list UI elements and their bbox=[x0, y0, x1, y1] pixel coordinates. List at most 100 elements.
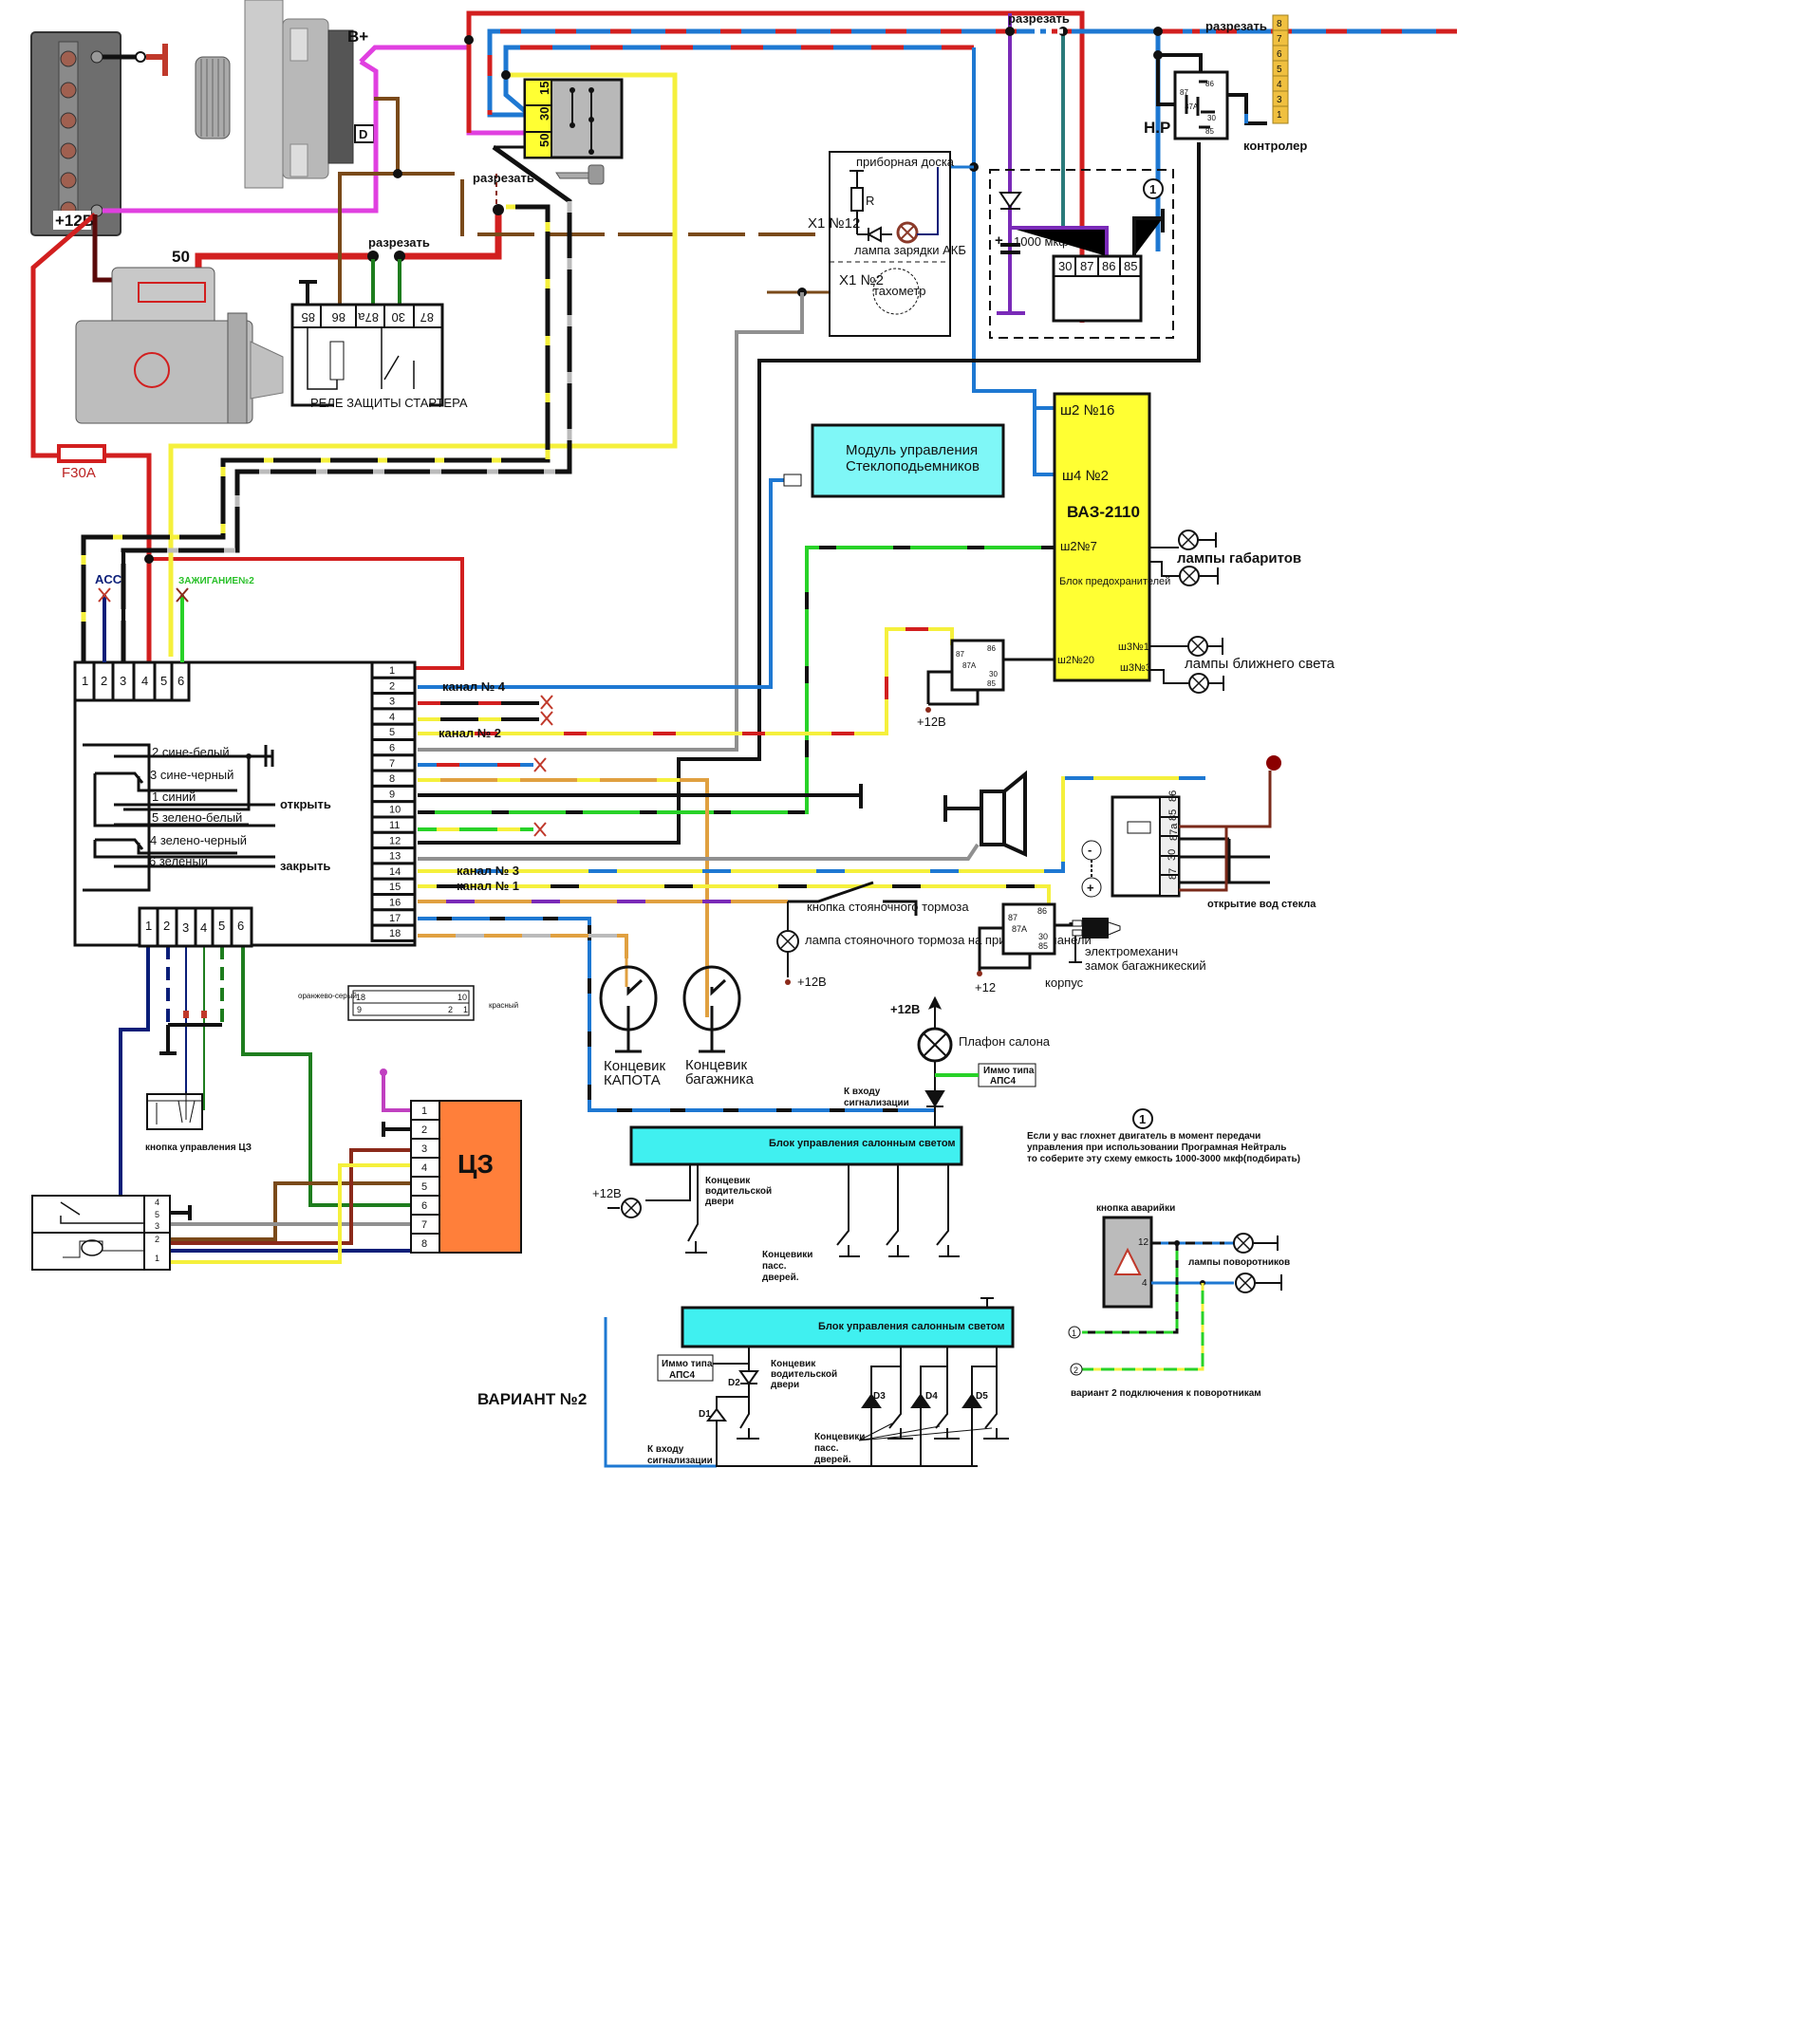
controller-pin-7: 7 bbox=[1277, 34, 1282, 45]
variant-2-circuit: ВАРИАНТ №2 Блок управления салонным свет… bbox=[477, 1297, 1015, 1468]
bottom-pin-5: 5 bbox=[218, 919, 225, 933]
low-beam-label: лампы ближнего света bbox=[1185, 656, 1335, 672]
driver-1: Концевик bbox=[705, 1176, 751, 1186]
relay-wire-6: 6 зеленый bbox=[149, 854, 208, 868]
nr-pin-87a: 87A bbox=[1185, 102, 1199, 111]
low-beam-lamps: лампы ближнего света bbox=[1149, 636, 1335, 694]
hl-pin-30: 30 bbox=[989, 670, 998, 678]
channel-1-label: канал № 1 bbox=[457, 879, 519, 893]
door-pin-1: 1 bbox=[155, 1254, 159, 1263]
relay-wire-5: 5 зелено-белый bbox=[152, 810, 242, 825]
nr-pin-30: 30 bbox=[1207, 114, 1216, 122]
bottom-pin-4: 4 bbox=[200, 920, 207, 935]
cut-mark-icon bbox=[176, 587, 189, 603]
to-alarm-2: сигнализации bbox=[844, 1098, 909, 1108]
trunk-lock-label2: замок багажникеский bbox=[1085, 958, 1206, 973]
marker-lamps: лампы габаритов bbox=[1149, 530, 1301, 586]
wr-pin-86: 86 bbox=[1167, 790, 1179, 802]
starter-relay-pin-86: 86 bbox=[332, 310, 345, 325]
neutral-circuit-box: 1 + 1000 мкф 30 87 86 85 bbox=[989, 169, 1174, 339]
dashboard: приборная доска R X1 №12 лампа зарядки А… bbox=[808, 151, 966, 337]
immo-line1: Иммо типа bbox=[983, 1066, 1035, 1076]
option-1: 1 bbox=[1072, 1329, 1076, 1338]
alternator-d-label: D bbox=[359, 127, 367, 141]
neutral-relay-pin-30: 30 bbox=[1058, 259, 1072, 273]
alarm-18pin-connector: 18 10 9 2 1 оранжево-серый красный bbox=[298, 985, 518, 1021]
charge-lamp-label: лампа зарядки АКБ bbox=[854, 243, 966, 257]
fuse-label: F30A bbox=[62, 465, 96, 481]
hl-pin-85: 85 bbox=[987, 679, 996, 688]
tl-pin-87: 87 bbox=[1008, 913, 1018, 922]
ignition-switch: 15 30 50 bbox=[523, 78, 624, 185]
right-pin-1: 1 bbox=[389, 665, 395, 677]
controller-pin-1: 1 bbox=[1277, 110, 1282, 121]
tl-plus12: +12 bbox=[975, 980, 996, 994]
pass-3: дверей. bbox=[762, 1273, 799, 1283]
right-pin-5: 5 bbox=[389, 727, 395, 738]
top-cut-label-2: разрезать bbox=[1205, 19, 1267, 33]
siren-icon bbox=[943, 770, 1027, 858]
top-pin-6: 6 bbox=[177, 674, 184, 688]
controller-pin-4: 4 bbox=[1277, 80, 1282, 90]
v2-pass2: пасс. bbox=[814, 1443, 839, 1454]
right-pin-cell bbox=[370, 923, 417, 942]
starter-relay-title: РЕЛЕ ЗАЩИТЫ СТАРТЕРА bbox=[310, 396, 468, 410]
wires bbox=[30, 10, 1457, 1264]
wr-pin-85: 85 bbox=[1167, 809, 1179, 821]
neutral-relay-pin-85: 85 bbox=[1124, 259, 1137, 273]
key-icon bbox=[555, 164, 605, 185]
cz-pin-2: 2 bbox=[421, 1124, 427, 1136]
controller-connector: 8 7 6 5 4 3 1 bbox=[1272, 14, 1289, 124]
cz-pin-6: 6 bbox=[421, 1200, 427, 1212]
trunk-switch-line1: Концевик bbox=[685, 1057, 747, 1073]
cz-pin-7: 7 bbox=[421, 1219, 427, 1231]
ign-cut-label: разрезать bbox=[473, 171, 534, 185]
starter-relay-pin-87a: 87a bbox=[358, 310, 379, 325]
v2-immo1: Иммо типа bbox=[662, 1359, 713, 1369]
neutral-relay-pin-87: 87 bbox=[1080, 259, 1093, 273]
controller-pin-5: 5 bbox=[1277, 65, 1282, 75]
right-pin-11: 11 bbox=[389, 820, 400, 831]
door-lamp-plus12: +12В bbox=[592, 1186, 622, 1200]
conn-pin-2: 2 bbox=[448, 1005, 453, 1014]
wr-pin-30: 30 bbox=[1167, 849, 1178, 861]
lock-relay-wiring bbox=[83, 743, 275, 892]
cz-title: ЦЗ bbox=[457, 1149, 494, 1179]
variant2-block-label: Блок управления салонным светом bbox=[818, 1321, 1005, 1332]
tl-pin-86: 86 bbox=[1037, 906, 1047, 916]
polarity-icon: - + bbox=[1081, 840, 1102, 898]
cap-plus: + bbox=[995, 232, 1003, 249]
interior-block-label: Блок управления салонным светом bbox=[769, 1138, 956, 1149]
vaz-sh2-20: ш2№20 bbox=[1057, 655, 1094, 666]
hl-pin-87: 87 bbox=[956, 650, 964, 659]
v2-driver2: водительской bbox=[771, 1369, 837, 1380]
window-module: Модуль управления Стеклоподьемников bbox=[783, 423, 1005, 498]
cut-mark-icon bbox=[98, 587, 111, 603]
hazard-pin4: 4 bbox=[1142, 1278, 1148, 1289]
vaz-sh2-7: ш2№7 bbox=[1060, 539, 1097, 553]
neutral-note: 1 Если у вас глохнет двигатель в момент … bbox=[1027, 1108, 1300, 1164]
door-pin-2: 2 bbox=[155, 1235, 159, 1244]
controller-pin-3: 3 bbox=[1277, 95, 1282, 105]
v2-immo2: АПС4 bbox=[669, 1370, 695, 1381]
nr-relay: 86 87 87A 30 85 bbox=[1173, 70, 1229, 140]
tachometer-icon bbox=[872, 268, 920, 315]
v2-pass3: дверей. bbox=[814, 1455, 851, 1465]
right-pin-18: 18 bbox=[389, 928, 401, 939]
note-line3: то соберите эту схему емкость 1000-3000 … bbox=[1027, 1153, 1300, 1164]
x1-12-label: X1 №12 bbox=[808, 215, 860, 232]
to-alarm-1: К входу bbox=[844, 1087, 881, 1097]
tl-pin-87a: 87A bbox=[1012, 924, 1027, 934]
right-pin-14: 14 bbox=[389, 866, 401, 878]
controller-pin-6: 6 bbox=[1277, 49, 1282, 60]
trunk-lock-relay: 86 87 87A 30 85 +12 bbox=[975, 902, 1073, 994]
bottom-pin-1: 1 bbox=[145, 919, 152, 933]
variant2-title: ВАРИАНТ №2 bbox=[477, 1390, 587, 1408]
right-pin-15: 15 bbox=[389, 882, 401, 893]
hazard-circuit: кнопка аварийки 12 4 лампы поворотников … bbox=[1068, 1203, 1290, 1399]
right-pin-12: 12 bbox=[389, 835, 401, 846]
minus-sign: - bbox=[1088, 843, 1092, 857]
alarm-top-connector: 1 2 3 4 5 6 bbox=[73, 660, 191, 702]
trunk-ground-label: корпус bbox=[1045, 976, 1084, 990]
